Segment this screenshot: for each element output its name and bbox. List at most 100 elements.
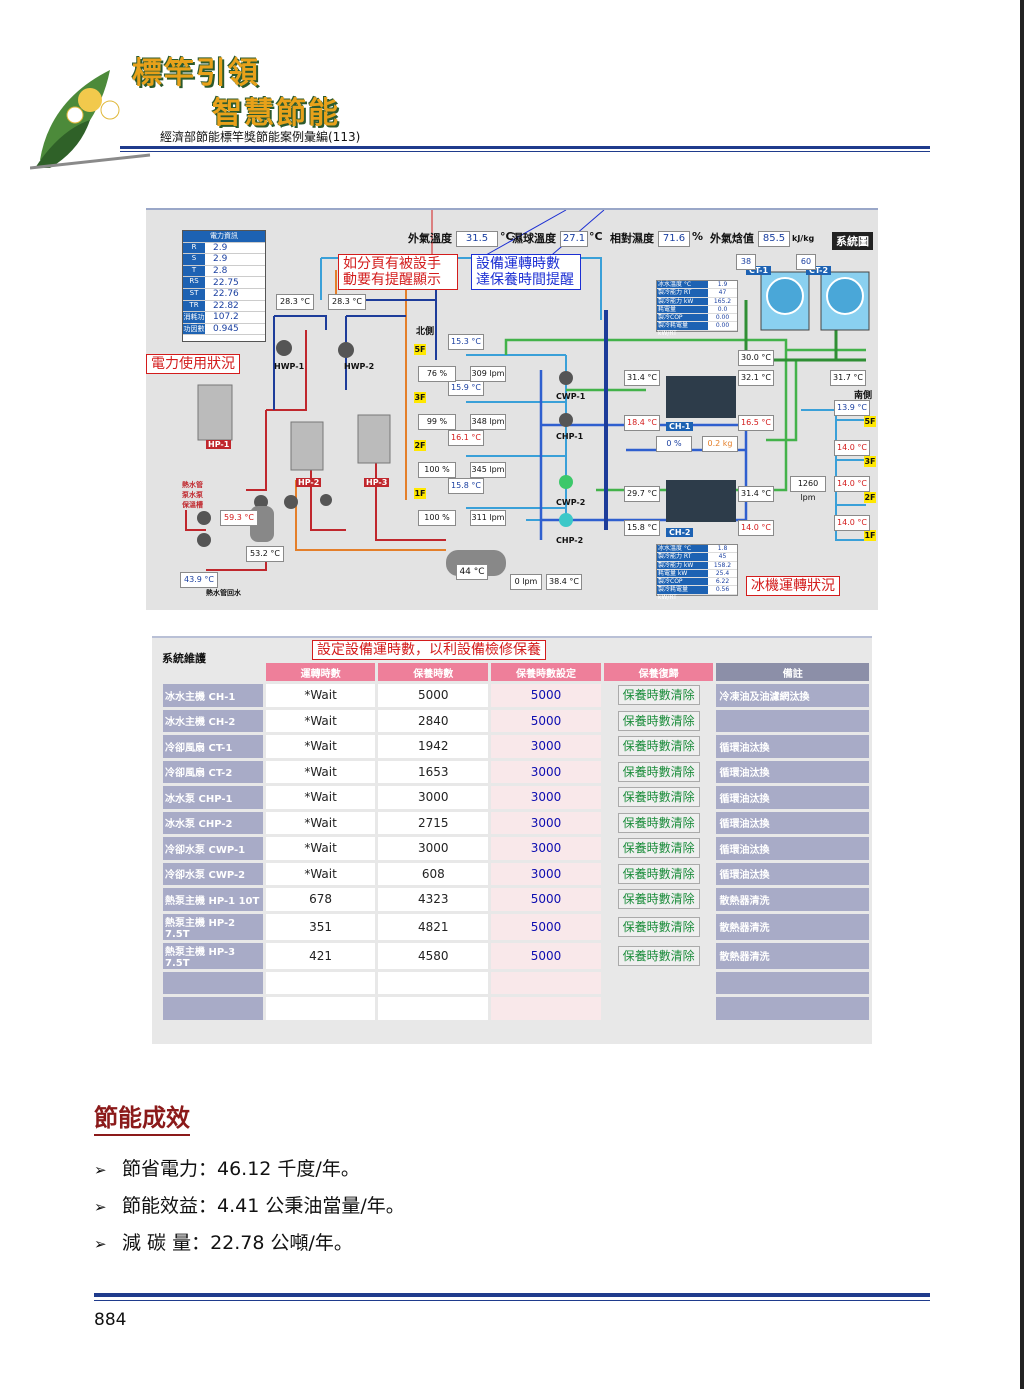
- bypass-kg: 0.2 kg: [702, 436, 738, 452]
- valve-2f: 100 %: [418, 462, 456, 478]
- reset-button[interactable]: 保養時數清除: [617, 889, 700, 910]
- row-set-input[interactable]: [491, 997, 601, 1020]
- row-name: 熱泵主機 HP-1 10T: [163, 888, 263, 911]
- flow-5f: 309 lpm: [470, 366, 506, 382]
- temp-hw-59: 59.3 °C: [220, 510, 258, 526]
- row-note: 循環油汰換: [716, 811, 869, 834]
- row-set-input[interactable]: 3000: [491, 735, 601, 758]
- row-reset-cell: 保養時數清除: [603, 942, 714, 969]
- row-name: 冷卻風扇 CT-1: [163, 735, 263, 758]
- reset-button[interactable]: 保養時數清除: [617, 945, 700, 966]
- row-note: 冷凍油及油濾網汰換: [716, 684, 869, 707]
- row-reset-cell: 保養時數清除: [603, 913, 714, 940]
- row-note: 散熱器清洗: [716, 888, 869, 911]
- table-row: 冷卻風扇 CT-2 *Wait 1653 3000 保養時數清除 循環油汰換: [163, 760, 869, 783]
- result-text: 減 碳 量：22.78 公噸/年。: [122, 1232, 353, 1254]
- row-name: 冰水泵 CHP-2: [163, 811, 263, 834]
- elec-val: 2.9: [213, 242, 228, 253]
- info-val: 158.2: [713, 561, 732, 569]
- valve-1f: 100 %: [418, 510, 456, 526]
- header-rule-thin: [120, 151, 930, 152]
- temp-ch2-cw-out: 31.4 °C: [738, 486, 774, 502]
- pump-label-cwp1: CWP-1: [556, 392, 586, 401]
- north-side-label: 北側: [416, 327, 435, 337]
- pump-label-chp1: CHP-1: [556, 432, 584, 441]
- wetbulb-unit: °C: [589, 230, 603, 243]
- temp-ct-out: 30.0 °C: [738, 350, 774, 366]
- row-note: 循環油汰換: [716, 862, 869, 885]
- reset-button[interactable]: 保養時數清除: [617, 685, 700, 706]
- info-key: 冰水溫度 °C: [657, 545, 708, 553]
- row-maint: 3000: [378, 837, 489, 860]
- reset-button[interactable]: 保養時數清除: [617, 812, 700, 833]
- info-key: 製冷COP: [657, 578, 708, 586]
- heatpump-legend: 熱水管 泵水泵 保溫槽: [182, 481, 203, 509]
- enthalpy-value: 85.5: [758, 231, 790, 247]
- footer-rule-thin: [94, 1300, 930, 1301]
- chiller-status-note: 冰機運轉狀況: [746, 576, 840, 596]
- elec-key: ST: [183, 288, 205, 300]
- col-run-hours: 運轉時數: [265, 663, 376, 681]
- info-val: 0.00: [715, 314, 730, 322]
- info-val: 0.00: [715, 322, 730, 330]
- hot-return-legend: 熱水管回水: [206, 589, 241, 597]
- reset-button[interactable]: 保養時數清除: [617, 838, 700, 859]
- row-set-input[interactable]: 5000: [491, 942, 601, 969]
- table-row-empty: [163, 997, 869, 1020]
- row-reset-cell: [603, 971, 714, 994]
- row-set-input[interactable]: 3000: [491, 862, 601, 885]
- bypass-valve: 0 %: [656, 436, 692, 452]
- temp-tank: 44 °C: [456, 564, 488, 580]
- elec-key: TR: [183, 300, 205, 312]
- info-val: 0.0: [717, 305, 728, 313]
- pump-label-chp2: CHP-2: [556, 536, 584, 545]
- row-set-input[interactable]: 3000: [491, 786, 601, 809]
- temp-north-1f: 15.8 °C: [448, 478, 484, 494]
- row-set-input[interactable]: 5000: [491, 709, 601, 732]
- row-set-input[interactable]: 5000: [491, 684, 601, 707]
- reset-button[interactable]: 保養時數清除: [617, 736, 700, 757]
- humidity-label: 相對濕度: [610, 232, 654, 245]
- temp-hw-53: 53.2 °C: [246, 546, 284, 562]
- row-set-input[interactable]: 5000: [491, 913, 601, 940]
- info-key: 製冷耗電量 kW/RT: [657, 586, 708, 601]
- info-key: 製冷能力 RT: [657, 553, 708, 561]
- reset-button[interactable]: 保養時數清除: [617, 863, 700, 884]
- info-val: 25.4: [715, 569, 730, 577]
- row-run: *Wait: [265, 811, 376, 834]
- hp2-label: HP-2: [296, 478, 322, 487]
- temp-hw-43: 43.9 °C: [180, 572, 218, 588]
- row-set-input[interactable]: 3000: [491, 760, 601, 783]
- temp-ch1-chw2: 16.5 °C: [738, 415, 774, 431]
- wetbulb-value: 27.1: [560, 231, 588, 247]
- info-key: 耗電量 kW: [657, 569, 708, 578]
- ct2-label: CT-2: [806, 266, 832, 275]
- col-maint-hours: 保養時數: [378, 663, 489, 681]
- row-note: [716, 971, 869, 994]
- system-diagram-button[interactable]: 系統圖: [832, 232, 873, 250]
- elec-key: RS: [183, 277, 205, 288]
- row-set-input[interactable]: 3000: [491, 837, 601, 860]
- reset-button[interactable]: 保養時數清除: [617, 787, 700, 808]
- row-maint: 5000: [378, 684, 489, 707]
- reset-button[interactable]: 保養時數清除: [617, 761, 700, 782]
- brand-line1: 標竿引領: [132, 56, 260, 91]
- temp-ch2-cw: 29.7 °C: [624, 486, 660, 502]
- reset-button[interactable]: 保養時數清除: [617, 916, 700, 937]
- elec-val: 2.9: [213, 254, 228, 265]
- ch2-label: CH-2: [666, 528, 694, 537]
- elec-val: 2.8: [213, 266, 228, 277]
- pump-label-hwp2: HWP-2: [344, 362, 375, 371]
- floor-3f-south: 3F: [864, 456, 876, 467]
- temp-ch2-chw: 15.8 °C: [624, 520, 660, 536]
- row-name: 熱泵主機 HP-2 7.5T: [163, 913, 263, 940]
- reset-button[interactable]: 保養時數清除: [617, 710, 700, 731]
- floor-2f-north: 2F: [414, 440, 426, 451]
- ct1-label: CT-1: [746, 266, 772, 275]
- row-set-input[interactable]: [491, 971, 601, 994]
- row-set-input[interactable]: 5000: [491, 888, 601, 911]
- row-set-input[interactable]: 3000: [491, 811, 601, 834]
- run-hours-note: 設備運轉時數 達保養時間提醒: [471, 254, 581, 290]
